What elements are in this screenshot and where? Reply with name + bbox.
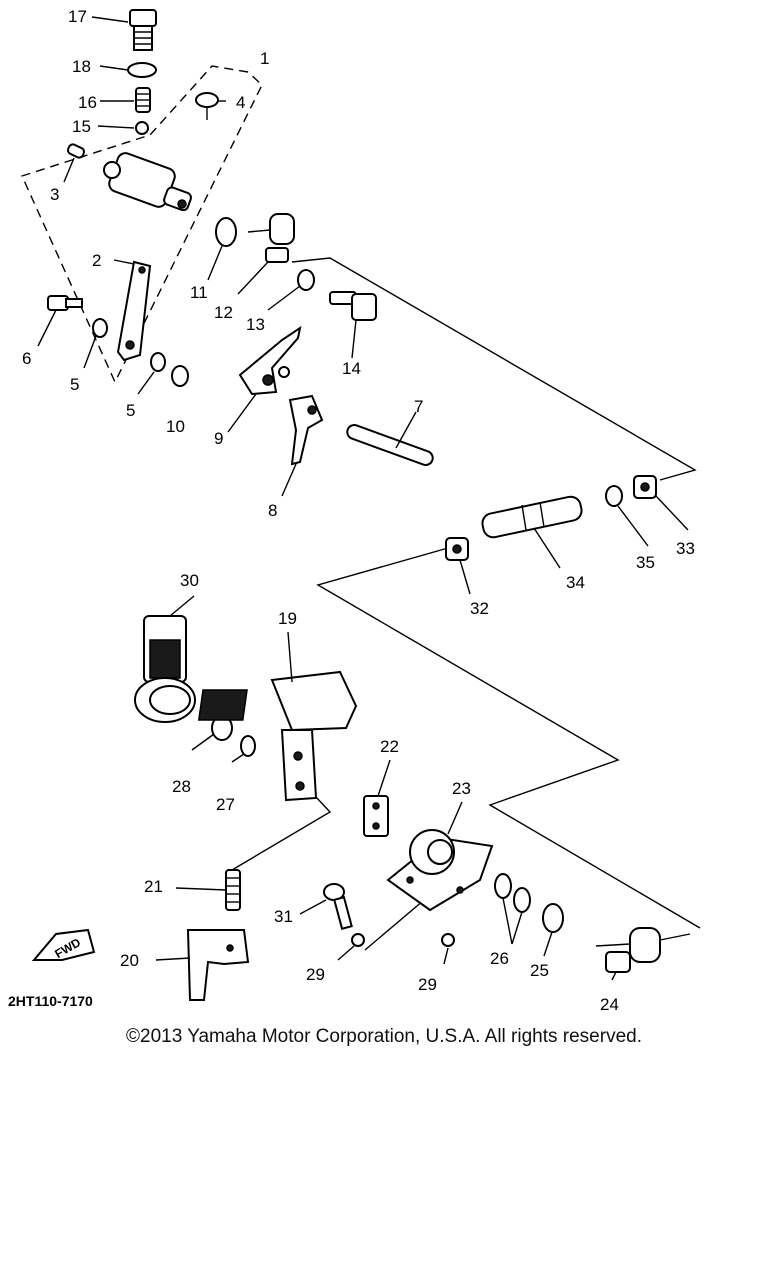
parts-diagram: FWD 2HT110-7170 [8, 7, 701, 1014]
drawing-code: 2HT110-7170 [8, 993, 93, 1009]
part-washer-13 [297, 269, 315, 291]
callout-33: 33 [676, 539, 695, 558]
part-bracket-23 [386, 829, 494, 912]
part-block-20 [186, 929, 250, 1001]
callout-11: 11 [190, 283, 208, 302]
oring-leader-2 [511, 911, 523, 945]
callout-21: 21 [144, 877, 163, 896]
part-shift-shaft-body [103, 152, 192, 212]
callout-16: 16 [78, 93, 97, 112]
part-washer-25 [542, 903, 564, 933]
part-plate-22 [363, 795, 389, 837]
callout-28: 28 [172, 777, 191, 796]
part-washer-5a [92, 318, 108, 338]
oring-leader [502, 897, 513, 945]
part-nut-33 [633, 475, 657, 499]
copyright-notice: ©2013 Yamaha Motor Corporation, U.S.A. A… [126, 1026, 642, 1047]
part-bolt-14 [329, 291, 377, 321]
callout-25: 25 [530, 961, 549, 980]
leader-lines [37, 16, 689, 981]
part-bolt-17 [129, 9, 157, 51]
part-link-rod-34 [481, 495, 583, 539]
part-grip-30 [134, 615, 196, 723]
callout-18: 18 [72, 57, 91, 76]
callout-12: 12 [214, 303, 233, 322]
part-joint-12 [247, 213, 295, 263]
part-pin-3 [66, 143, 86, 159]
callout-34: 34 [566, 573, 585, 592]
callout-23: 23 [452, 779, 471, 798]
part-joint-24 [595, 927, 691, 973]
connector-line-upper [291, 257, 697, 481]
callout-15: 15 [72, 117, 91, 136]
callout-24: 24 [600, 995, 619, 1014]
callout-9: 9 [214, 429, 223, 448]
part-cap-4 [195, 92, 219, 120]
part-bolt-31 [323, 883, 353, 931]
callout-6: 6 [22, 349, 31, 368]
callout-26: 26 [490, 949, 509, 968]
callout-29a: 29 [306, 965, 325, 984]
callout-22: 22 [380, 737, 399, 756]
callout-7: 7 [414, 397, 423, 416]
callout-5a: 5 [70, 375, 79, 394]
callout-4: 4 [236, 93, 245, 112]
callout-32: 32 [470, 599, 489, 618]
callout-10: 10 [166, 417, 185, 436]
part-pedal-19 [197, 670, 358, 802]
part-bolt-6 [47, 295, 83, 311]
part-washer-29b [441, 933, 455, 947]
callout-2: 2 [92, 251, 101, 270]
fwd-arrow-icon: FWD [31, 928, 96, 961]
callout-5b: 5 [126, 401, 135, 420]
part-washer-18 [127, 62, 157, 78]
part-ball-15 [135, 121, 149, 135]
part-washer-27 [240, 735, 256, 757]
callout-3: 3 [50, 185, 59, 204]
part-washer-11 [215, 217, 237, 247]
part-washer-10 [171, 365, 189, 387]
part-lever-2 [116, 260, 152, 362]
callout-20: 20 [120, 951, 139, 970]
callout-31: 31 [274, 907, 293, 926]
callout-17: 17 [68, 7, 87, 26]
callout-29b: 29 [418, 975, 437, 994]
part-fork-8 [288, 394, 324, 466]
callout-27: 27 [216, 795, 235, 814]
callout-8: 8 [268, 501, 277, 520]
callout-35: 35 [636, 553, 655, 572]
callout-1: 1 [260, 49, 269, 68]
part-spring-21 [225, 869, 241, 911]
callout-30: 30 [180, 571, 199, 590]
connector-line-washer [364, 894, 431, 951]
part-washer-29a [351, 933, 365, 947]
part-washer-5b [150, 352, 166, 372]
part-oring-26b [513, 887, 531, 913]
callout-numbers: 1 2 3 4 5 5 6 7 8 9 10 11 12 13 14 15 16… [22, 7, 695, 1014]
callout-14: 14 [342, 359, 361, 378]
part-rod-7 [346, 424, 434, 466]
part-arm-9 [238, 325, 302, 396]
assembly-boundary [21, 65, 263, 384]
connector-line-middle [316, 547, 701, 929]
callout-13: 13 [246, 315, 265, 334]
callout-19: 19 [278, 609, 297, 628]
part-bushing-35 [605, 485, 623, 507]
part-spring-16 [135, 87, 151, 113]
part-oring-26a [494, 873, 512, 899]
part-nut-32 [445, 537, 469, 561]
